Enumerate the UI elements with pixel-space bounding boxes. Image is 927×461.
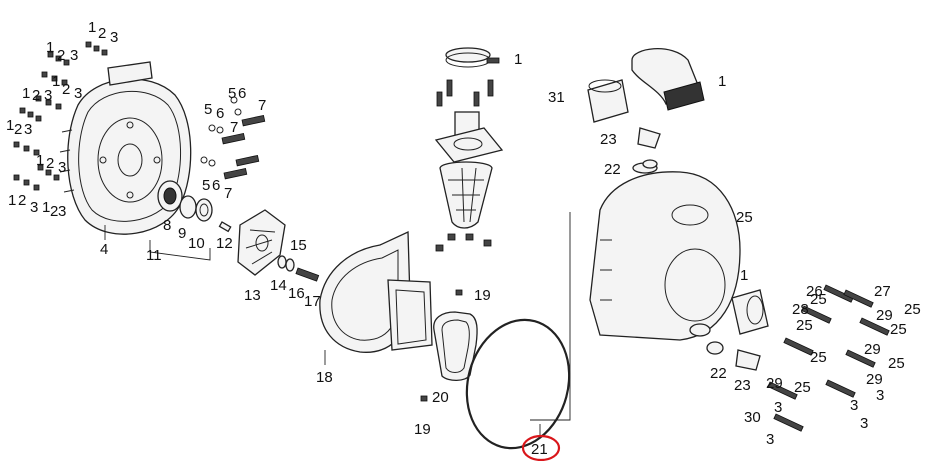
callout-9: 9 [178,225,186,242]
callout-21: 21 [531,441,548,458]
callout-27: 1 [718,73,726,90]
callout-1: 1 [36,152,44,169]
callout-25: 25 [888,355,905,372]
callout-25: 25 [810,291,827,308]
callout-1: 1 [22,85,30,102]
callout-5: 5 [204,101,212,118]
callouts-left-bolts: 1 2 3 1 2 3 1 2 3 1 2 3 1 2 3 1 2 3 1 2 … [6,19,118,258]
screws-19: 19 19 [414,287,491,438]
bolts-5-6-7: 5 6 7 5 6 7 5 6 7 [200,85,266,202]
seal-assembly-8-9-10: 8 9 10 11 12 [146,180,233,264]
callout-3: 3 [30,199,38,216]
assembly-leader-line [530,212,571,421]
callout-3: 3 [24,121,32,138]
strainer-assembly-28-31: 1 [434,47,522,229]
callout-26: 1 [740,267,748,284]
callout-8: 8 [163,217,171,234]
callout-3: 3 [70,47,78,64]
callout-14: 14 [270,277,287,294]
callout-5: 5 [228,85,236,102]
callout-3: 28 [792,301,809,318]
callout-25: 3 [860,415,868,432]
callout-25: 25 [810,349,827,366]
callout-28: 1 [514,51,522,68]
callout-25: 25 [904,301,921,318]
callout-25: 3 [766,431,774,448]
callout-3: 29 [876,307,893,324]
callout-7: 7 [258,97,266,114]
callout-2: 2 [50,203,58,220]
callout-25: 25 [794,379,811,396]
callout-1: 1 [6,117,14,134]
callout-2: 2 [57,47,65,64]
callout-19: 19 [414,421,431,438]
callout-11: 11 [146,247,162,264]
callout-2: 2 [46,155,54,172]
callout-6: 6 [212,177,220,194]
callout-6: 6 [238,85,246,102]
callout-1: 1 [88,19,96,36]
callout-26: 31 [548,89,565,106]
callout-3: 30 [744,409,761,426]
callout-23: 23 [600,131,617,148]
callout-1: 1 [52,73,60,90]
callout-1: 1 [8,192,16,209]
callout-7: 7 [224,185,232,202]
callout-2: 2 [18,192,26,209]
callout-16: 16 [288,285,305,302]
callout-12: 12 [216,235,233,252]
callout-18: 18 [316,369,333,386]
callout-13: 13 [244,287,261,304]
callout-20: 20 [432,389,449,406]
callout-6: 6 [216,105,224,122]
callout-5: 5 [202,177,210,194]
callout-25: 25 [890,321,907,338]
pump-casing-part-24: 25 1 [589,162,769,341]
impeller-part-13: 13 14 15 16 17 [237,209,321,310]
bolt-washer-clusters-left [13,41,108,191]
bolts-3-25-right: 26 27 25 25 28 29 25 25 29 25 25 29 29 2… [744,283,921,448]
callout-25: 3 [876,387,884,404]
callout-2: 2 [14,121,22,138]
callout-24: 25 [736,209,753,226]
nuts-1-strainer [435,233,492,252]
callout-3: 3 [110,29,118,46]
o-ring-gasket-part-21: 21 [465,318,571,461]
callout-3: 3 [850,397,858,414]
callout-3: 29 [864,341,881,358]
callout-3: 3 [74,85,82,102]
callout-23: 23 [734,377,751,394]
volute-insert-part-20: 20 [432,311,478,406]
callout-3: 3 [774,399,782,416]
callout-7: 7 [230,119,238,136]
callout-2: 2 [32,87,40,104]
callout-1: 1 [42,199,50,216]
callout-3: 29 [866,371,883,388]
callout-3: 27 [874,283,891,300]
callout-25: 25 [796,317,813,334]
callout-3: 29 [766,375,783,392]
callout-4: 4 [100,241,108,258]
callout-15: 15 [290,237,307,254]
callout-17: 17 [304,293,321,310]
callout-10: 10 [188,235,205,252]
callout-3: 3 [58,159,66,176]
callout-2: 2 [62,81,70,98]
callout-2: 2 [98,25,106,42]
highlight-ring-21 [521,434,561,461]
callout-19: 19 [474,287,491,304]
callout-3: 26 [806,283,823,300]
callout-1: 1 [46,39,54,56]
callout-22: 22 [604,161,621,178]
fittings-26-27: 31 1 [548,47,726,123]
drain-plugs-22-23: 23 22 22 23 [600,127,761,394]
wear-plate-part-18: 18 [316,230,433,386]
callout-3: 3 [44,87,52,104]
callout-22: 22 [710,365,727,382]
callout-3: 3 [58,203,66,220]
